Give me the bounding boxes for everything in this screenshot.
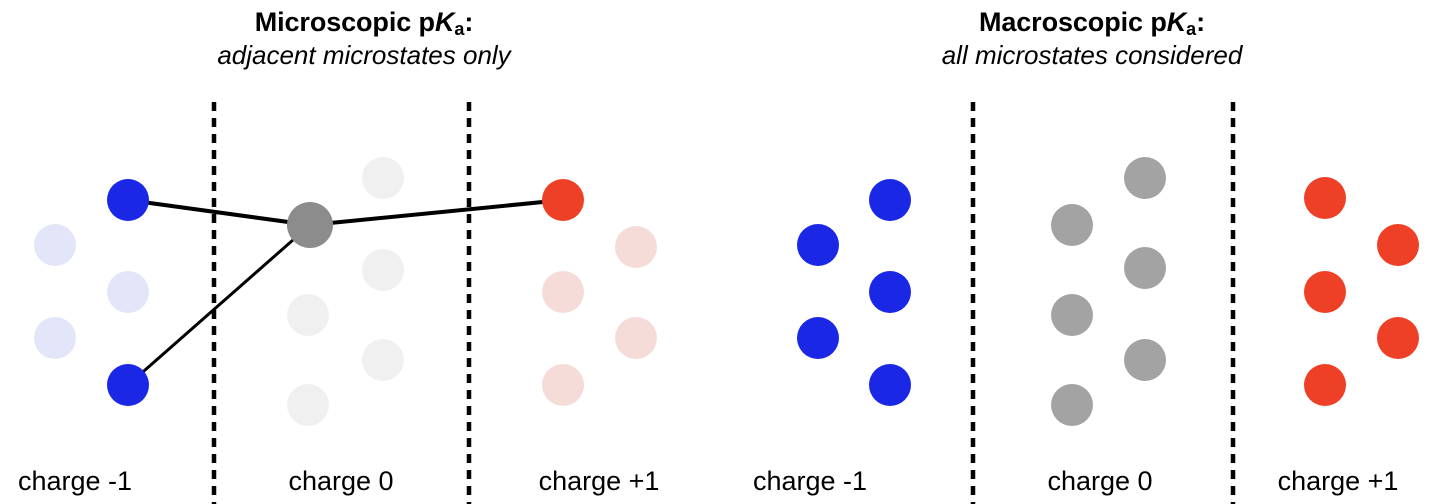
microstate-circle-m-0-b[interactable] <box>362 249 404 291</box>
panel-subtitle-microscopic: adjacent microstates only <box>217 39 511 70</box>
microstate-circle-m-p1-b[interactable] <box>542 271 584 313</box>
microstate-circle-m-p1-c[interactable] <box>615 317 657 359</box>
microstate-circle-m-0-c[interactable] <box>287 294 329 336</box>
t-blue-top-to-gray <box>127 198 311 227</box>
microstate-circle-M-p1-b[interactable] <box>1377 224 1419 266</box>
charge-label-5: charge +1 <box>1277 466 1399 496</box>
panel-title-microscopic: Microscopic pKa: adjacent microstates on… <box>0 8 764 69</box>
microstate-circle-M-p1-c[interactable] <box>1304 271 1346 313</box>
charge-label-1: charge 0 <box>288 466 394 496</box>
title-main-sub: a <box>454 19 465 39</box>
t-gray-to-red <box>309 198 564 227</box>
microstate-circles <box>34 157 1419 426</box>
microstate-circle-M-0-e[interactable] <box>1124 339 1166 381</box>
charge-label-2: charge +1 <box>538 466 660 496</box>
title-main-sub: a <box>1186 19 1197 39</box>
microstate-circle-M-0-d[interactable] <box>1051 294 1093 336</box>
microstate-circle-m-n1-top[interactable] <box>107 179 149 221</box>
microstate-circle-m-0-hub[interactable] <box>287 202 333 248</box>
title-main-post: : <box>464 7 474 37</box>
microstate-circle-M-n1-e[interactable] <box>869 364 911 406</box>
microstate-circle-m-p1-top[interactable] <box>542 179 584 221</box>
microstate-circle-M-0-b[interactable] <box>1051 204 1093 246</box>
title-main-italic: K <box>1166 7 1187 37</box>
panel-title-macroscopic: Macroscopic pKa: all microstates conside… <box>692 8 1456 69</box>
microstate-circle-M-p1-e[interactable] <box>1304 364 1346 406</box>
title-main-post: : <box>1196 7 1206 37</box>
panel-subtitle-macroscopic: all microstates considered <box>941 39 1243 70</box>
microstate-circle-M-0-f[interactable] <box>1051 384 1093 426</box>
microstate-circle-M-0-c[interactable] <box>1124 247 1166 289</box>
microstate-circle-M-n1-c[interactable] <box>869 271 911 313</box>
title-main-pre: Macroscopic p <box>978 7 1167 37</box>
microstate-circle-m-0-d[interactable] <box>362 339 404 381</box>
t-blue-bot-to-gray <box>127 223 311 387</box>
microstate-circle-m-0-e[interactable] <box>287 384 329 426</box>
panel-title-microscopic-main: Microscopic pKa: <box>0 8 764 39</box>
microstate-circle-m-p1-d[interactable] <box>542 364 584 406</box>
microstate-circle-M-n1-b[interactable] <box>797 224 839 266</box>
panel-title-macroscopic-main: Macroscopic pKa: <box>692 8 1456 39</box>
microstate-circle-m-n1-c[interactable] <box>34 317 76 359</box>
charge-divider-lines <box>211 102 1236 504</box>
microstate-circle-m-n1-bot[interactable] <box>107 364 149 406</box>
microstate-circle-m-n1-a[interactable] <box>34 224 76 266</box>
title-main-pre: Microscopic p <box>254 7 435 37</box>
charge-label-3: charge -1 <box>752 466 868 496</box>
microstate-circle-m-n1-b[interactable] <box>107 271 149 313</box>
microstate-circle-m-0-a[interactable] <box>362 157 404 199</box>
microstate-circle-M-p1-d[interactable] <box>1377 317 1419 359</box>
charge-label-4: charge 0 <box>1047 466 1153 496</box>
microstate-circle-M-0-a[interactable] <box>1124 157 1166 199</box>
title-main-italic: K <box>434 7 455 37</box>
microstate-circle-M-n1-d[interactable] <box>797 317 839 359</box>
microstate-circle-M-n1-a[interactable] <box>869 179 911 221</box>
microstate-circle-M-p1-a[interactable] <box>1304 177 1346 219</box>
charge-label-0: charge -1 <box>17 466 133 496</box>
transition-lines <box>127 198 564 387</box>
microstate-circle-m-p1-a[interactable] <box>615 226 657 268</box>
